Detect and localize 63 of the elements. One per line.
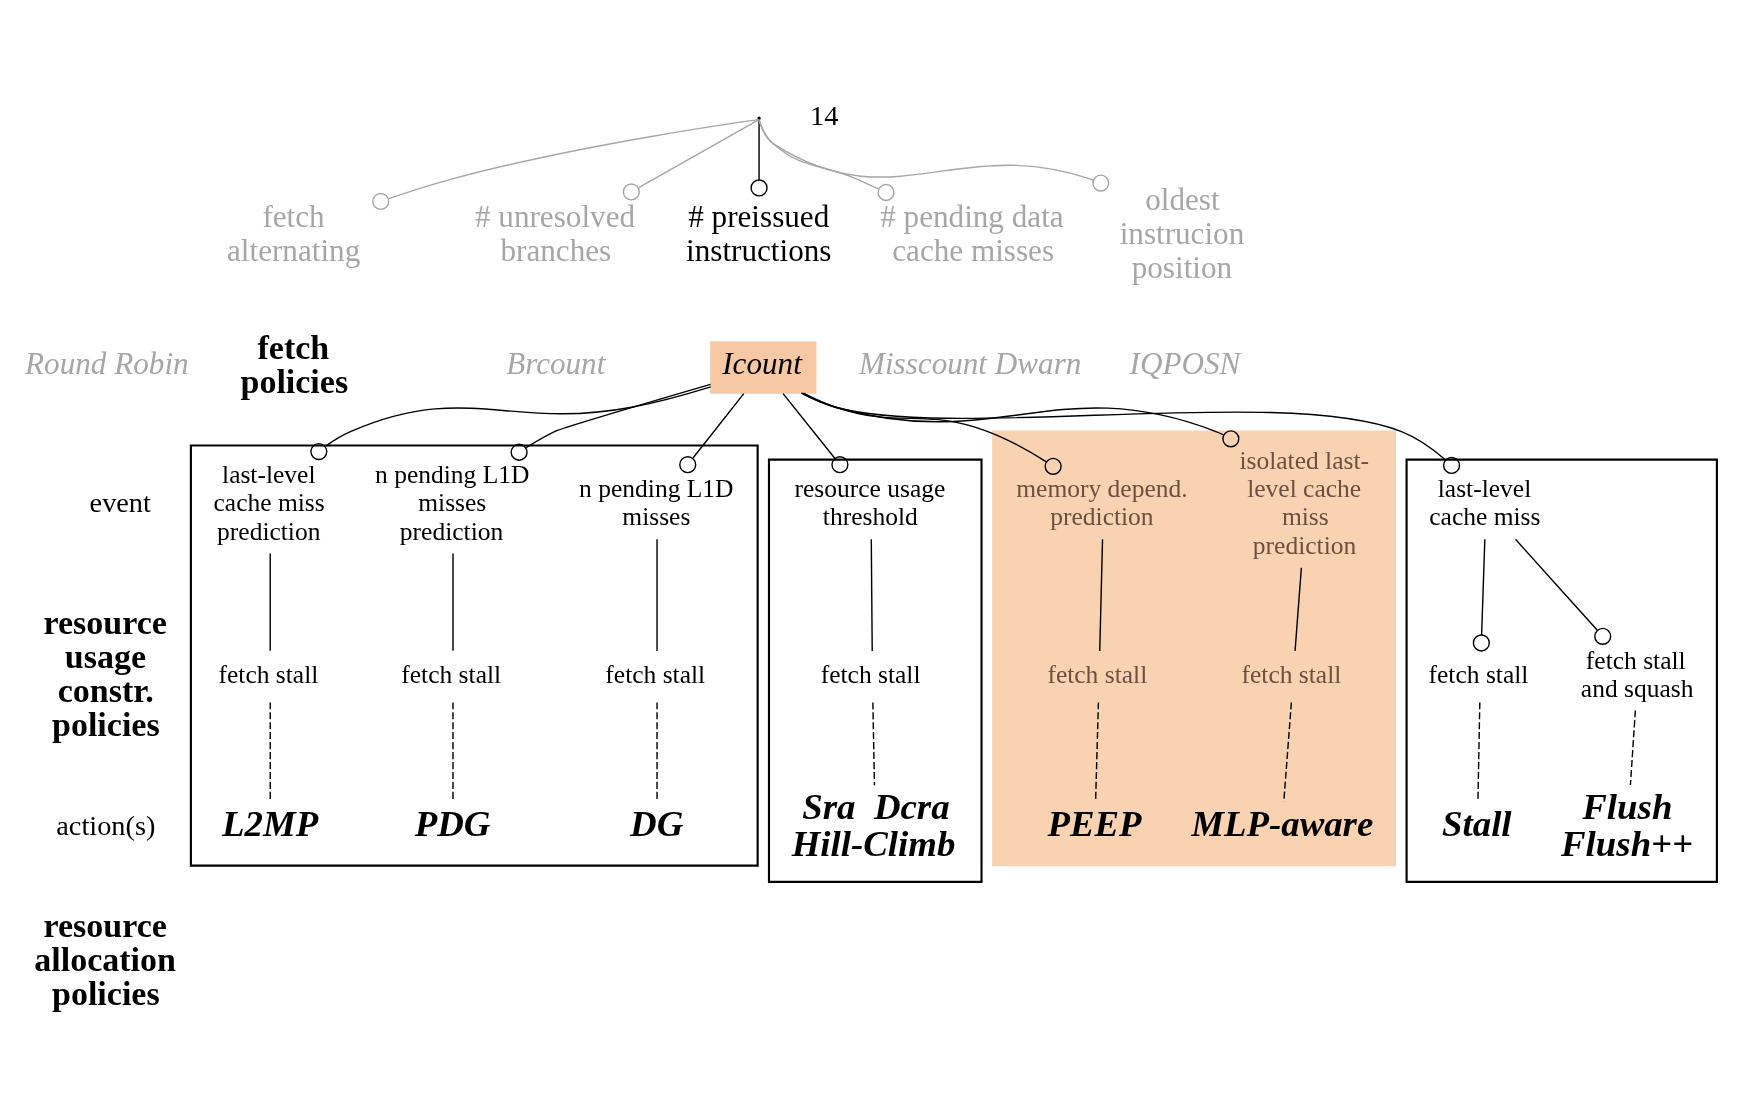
- node-point: [757, 116, 761, 120]
- label: resource allocation policies: [34, 907, 176, 1013]
- connector: [622, 118, 760, 201]
- connector: [269, 552, 271, 652]
- connector: [1629, 709, 1637, 786]
- label: resource usage constr. policies: [43, 604, 167, 744]
- connector: [758, 119, 895, 202]
- node-text: fetch stall: [218, 659, 319, 689]
- connector: [758, 119, 1110, 192]
- connector: [1099, 538, 1104, 652]
- node-text: Brcount: [506, 346, 606, 382]
- connector: [800, 392, 1461, 475]
- connector: [750, 118, 768, 197]
- connector: [452, 552, 454, 652]
- label: action(s): [56, 810, 156, 842]
- label: fetch policies: [240, 329, 349, 401]
- node-text: last-level cache miss prediction: [213, 459, 325, 546]
- node-text: L2MP: [222, 802, 319, 844]
- node-text: # unresolved branches: [474, 198, 636, 268]
- connector: [782, 392, 849, 474]
- node-text: fetch stall: [1428, 659, 1529, 689]
- node-text: resource usage threshold: [794, 474, 946, 532]
- node-text: Flush Flush++: [1561, 786, 1694, 865]
- node-text: # pending data cache misses: [880, 198, 1064, 268]
- node-text: memory depend. prediction: [1016, 474, 1188, 532]
- node-text: fetch stall: [401, 659, 502, 689]
- node-text: PEEP: [1047, 802, 1142, 844]
- node-text: n pending L1D misses: [579, 474, 734, 532]
- connector: [679, 392, 745, 474]
- node-text: # preissued instructions: [686, 198, 832, 268]
- node-text: fetch stall: [1241, 659, 1342, 689]
- connector: [372, 118, 760, 211]
- node-text: fetch stall: [820, 659, 921, 689]
- node-text: Misscount Dwarn: [858, 346, 1082, 382]
- node-text: Round Robin: [25, 346, 189, 382]
- label: event: [89, 487, 151, 519]
- connector: [510, 383, 712, 461]
- node-text: Sra Dcra Hill-Climb: [791, 786, 956, 865]
- node-text: PDG: [414, 802, 491, 844]
- node-text: fetch stall: [605, 659, 706, 689]
- connector: [870, 538, 873, 652]
- node-text: n pending L1D misses prediction: [375, 459, 530, 546]
- connector: [656, 538, 658, 652]
- connector: [1283, 701, 1293, 803]
- connector: [310, 386, 712, 461]
- connector: [801, 392, 1240, 448]
- node-text: DG: [630, 802, 684, 844]
- node-text: MLP-aware: [1191, 802, 1374, 844]
- node-text: fetch stall and squash: [1580, 645, 1694, 703]
- node-text: Stall: [1442, 802, 1512, 844]
- node-text: fetch stall: [1047, 659, 1148, 689]
- label: 14: [810, 100, 839, 132]
- node-text: last-level cache miss: [1429, 474, 1541, 532]
- node-text: fetch alternating: [227, 198, 361, 268]
- connector: [802, 392, 1062, 475]
- node-box: Icount: [710, 341, 817, 394]
- connector: [872, 701, 876, 786]
- node-text: isolated last-level cache miss prediction: [1239, 445, 1369, 560]
- connector: [1514, 538, 1612, 645]
- connector: [1294, 567, 1303, 652]
- connector: [1472, 538, 1490, 652]
- node-text: oldest instrucion position: [1119, 181, 1245, 285]
- node-text: IQPOSN: [1129, 346, 1241, 382]
